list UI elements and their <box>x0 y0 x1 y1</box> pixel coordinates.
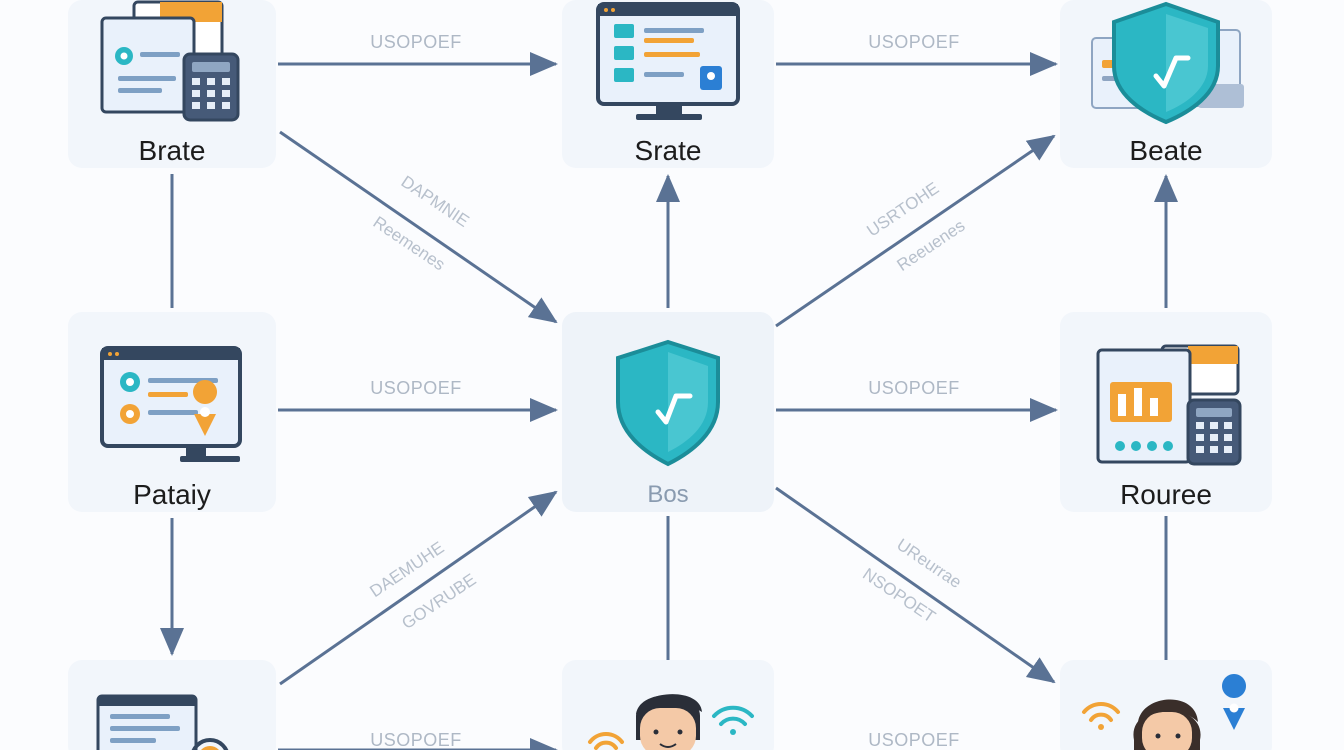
user-location-icon <box>1082 674 1247 750</box>
node-label-srate: Srate <box>635 135 702 166</box>
node-label-beate: Beate <box>1129 135 1202 166</box>
edge-label-mid-right: USOPOEF <box>868 378 960 398</box>
browser-window-icon <box>96 694 229 750</box>
node-label-brate: Brate <box>139 135 206 166</box>
edge-label-top-left: USOPOEF <box>370 32 462 52</box>
arrow-bottomleft-bos <box>279 490 558 686</box>
arrow-bos-bottomright <box>775 486 1056 684</box>
monitor-dashboard-icon <box>596 2 740 120</box>
diag-label-bl-2: GOVRUBE <box>398 570 479 633</box>
node-label-pataiy: Pataiy <box>133 479 211 510</box>
arrow-brate-bos <box>279 130 558 324</box>
shield-security-icon <box>1091 1 1244 125</box>
node-label-rouree: Rouree <box>1120 479 1212 510</box>
edge-label-mid-left: USOPOEF <box>370 378 462 398</box>
shield-music-icon <box>616 339 720 467</box>
report-calculator-icon <box>1096 344 1242 466</box>
diag-label-tr-1: USRTOHE <box>863 178 942 240</box>
edge-label-bottom-right: USOPOEF <box>868 730 960 750</box>
node-label-bos: Bos <box>647 481 688 508</box>
user-wifi-icon <box>588 694 754 750</box>
diag-label-tr-2: Reeuenes <box>893 216 968 275</box>
edge-label-bottom-left: USOPOEF <box>370 730 462 750</box>
monitor-location-icon <box>100 346 242 462</box>
arrow-bos-beate <box>775 134 1056 328</box>
edge-label-top-right: USOPOEF <box>868 32 960 52</box>
diag-label-br-1: UReurrae <box>893 535 965 592</box>
documents-calculator-icon <box>100 0 240 122</box>
